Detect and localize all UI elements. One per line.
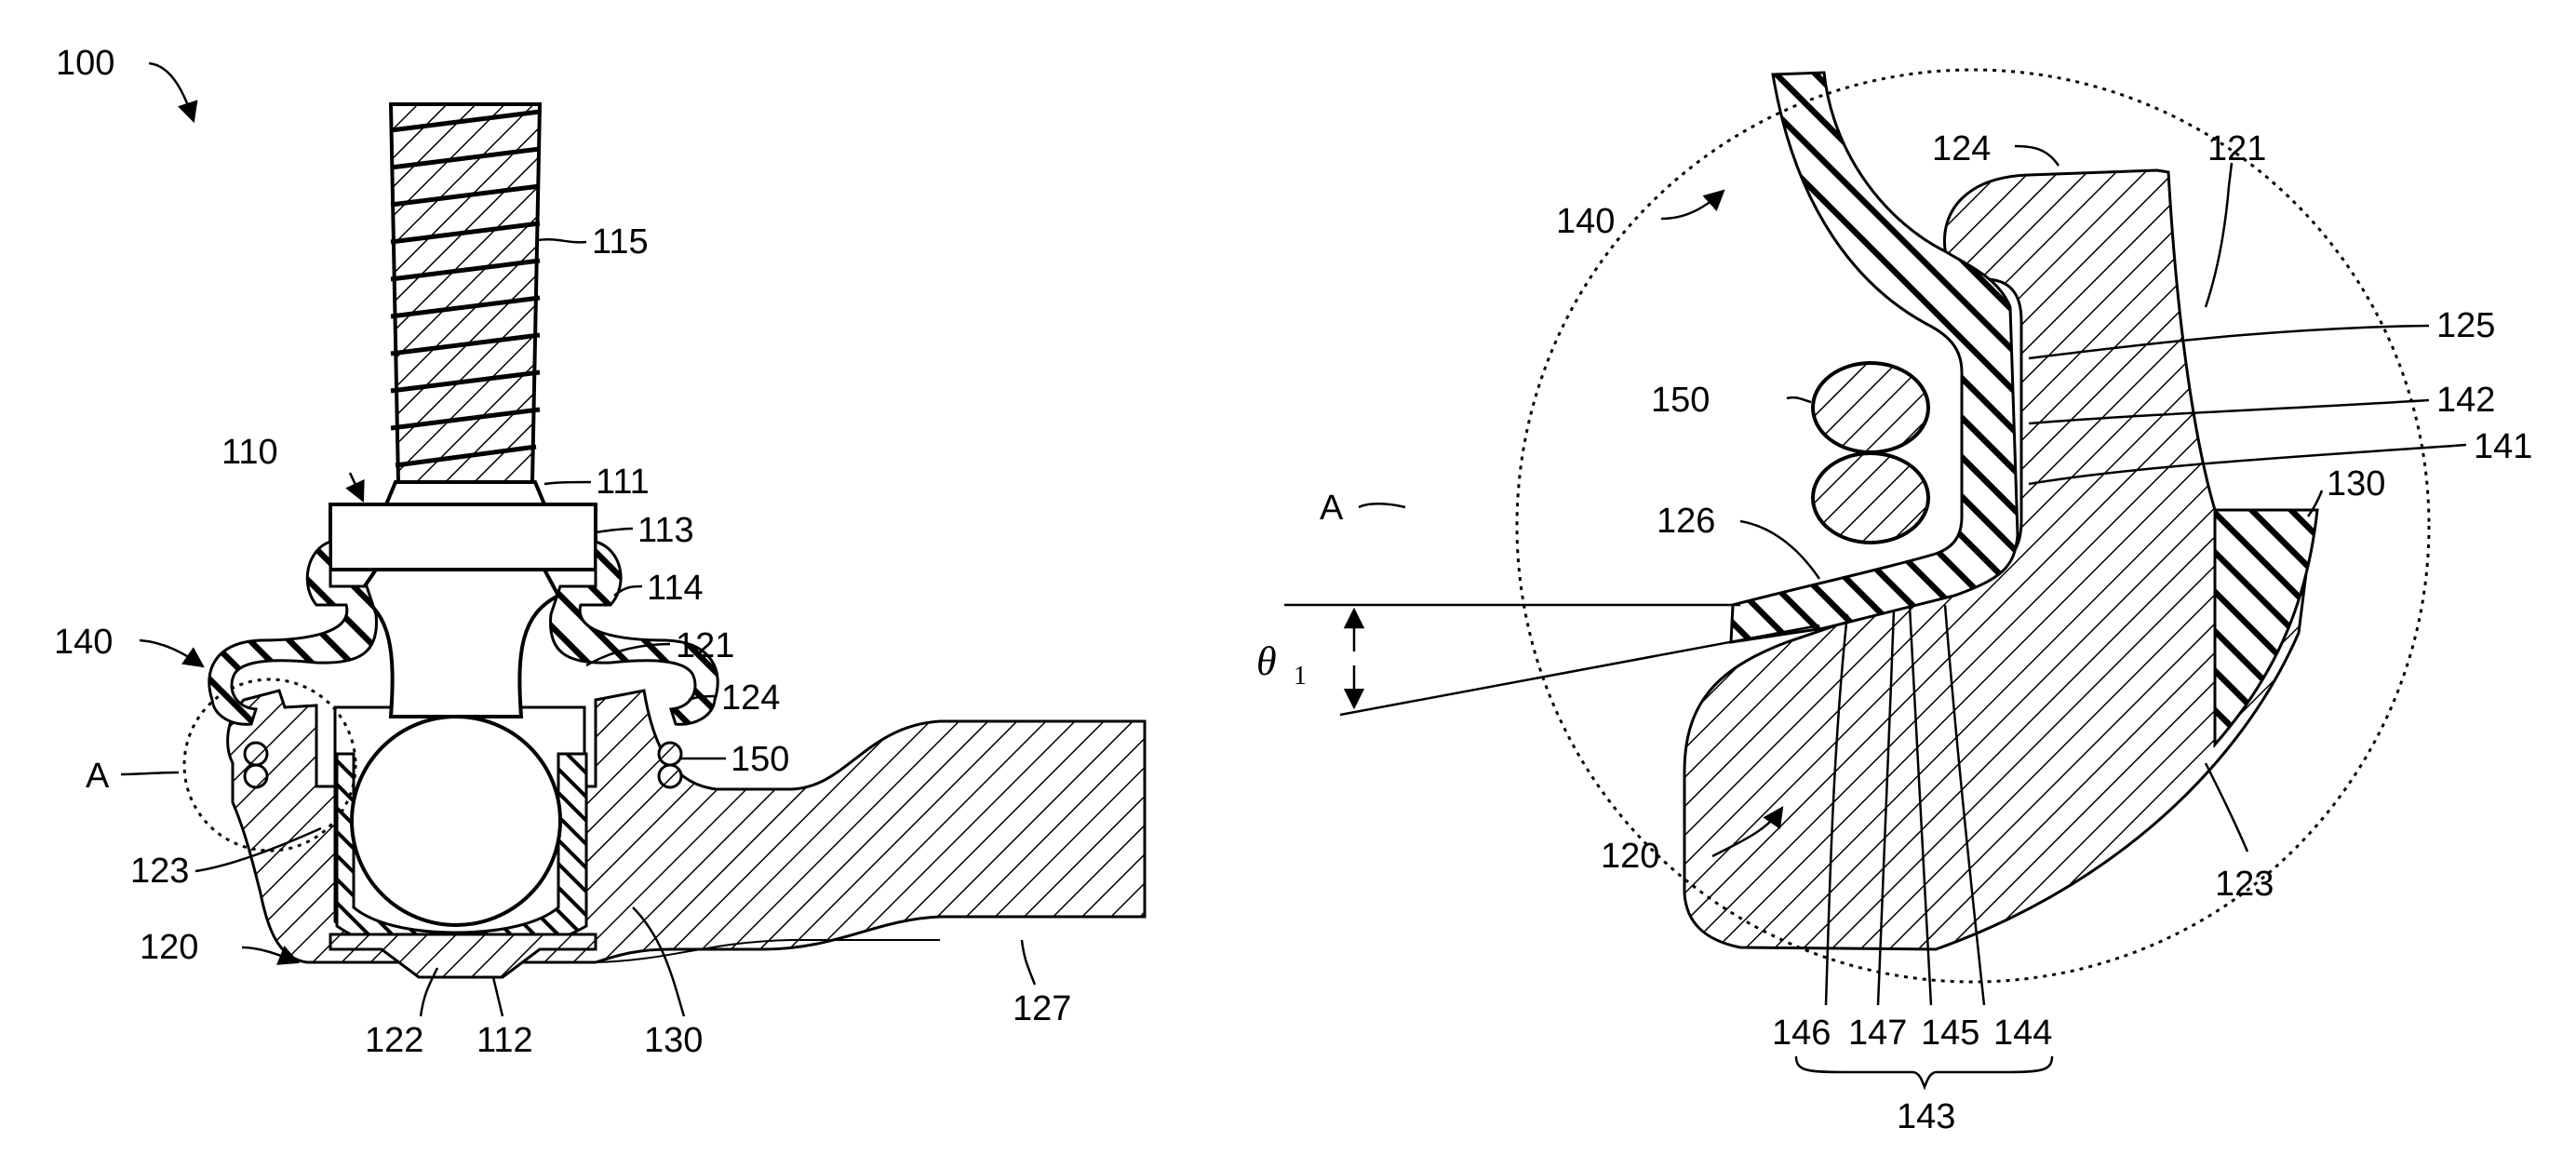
label-123-detail: 123	[2215, 865, 2274, 904]
label-145-detail: 145	[1921, 1014, 1979, 1053]
label-124-detail: 124	[1932, 129, 1991, 168]
label-126-detail: 126	[1657, 502, 1715, 541]
stud-neck	[358, 570, 558, 717]
label-115: 115	[592, 222, 649, 262]
label-112: 112	[476, 1021, 533, 1060]
label-127: 127	[1013, 989, 1071, 1028]
label-theta-subscript: 1	[1294, 662, 1307, 691]
label-100: 100	[56, 44, 114, 83]
label-114: 114	[647, 569, 704, 608]
label-130-detail: 130	[2327, 464, 2385, 503]
label-124: 124	[721, 678, 780, 718]
label-113: 113	[637, 511, 694, 550]
detail-clip-rings	[1813, 363, 1928, 543]
label-theta: θ	[1256, 638, 1277, 684]
label-150: 150	[731, 740, 789, 779]
label-143-detail: 143	[1897, 1097, 1955, 1136]
label-142-detail: 142	[2436, 381, 2495, 420]
detail-view-a	[1284, 70, 2429, 982]
label-121: 121	[676, 626, 734, 665]
label-147-detail: 147	[1848, 1014, 1907, 1053]
label-120: 120	[140, 928, 198, 967]
label-a-detail: A	[1320, 489, 1344, 528]
label-123: 123	[130, 852, 189, 891]
label-140-detail: 140	[1556, 202, 1615, 241]
label-121-detail: 121	[2207, 129, 2266, 168]
brace-143	[1796, 1056, 2052, 1087]
label-111: 111	[596, 463, 650, 502]
label-110: 110	[221, 433, 278, 472]
label-144-detail: 144	[1993, 1014, 2052, 1053]
label-150-detail: 150	[1651, 381, 1710, 420]
label-a-left: A	[86, 757, 110, 796]
label-141-detail: 141	[2474, 427, 2532, 466]
label-120-detail: 120	[1601, 837, 1659, 876]
label-130: 130	[644, 1021, 703, 1060]
label-146-detail: 146	[1772, 1014, 1831, 1053]
label-140: 140	[54, 623, 113, 662]
label-122: 122	[365, 1021, 423, 1060]
stud-shoulder	[386, 482, 544, 504]
label-125-detail: 125	[2436, 306, 2495, 345]
detail-bearing-seat	[2215, 510, 2317, 745]
stud-flange	[330, 504, 596, 570]
ball-stud-ball	[352, 717, 560, 925]
